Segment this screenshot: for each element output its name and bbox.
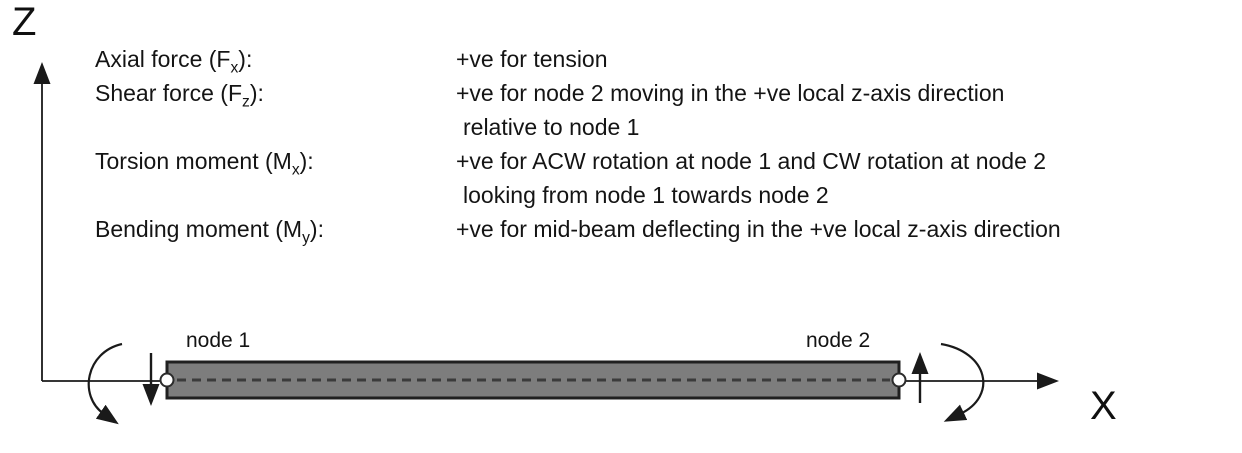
beam-member [165, 360, 901, 400]
term-axial-force-subscript: x [230, 59, 239, 77]
node2-marker [891, 372, 907, 388]
desc-torsion-moment-line2: looking from node 1 towards node 2 [463, 182, 829, 208]
node1-marker [159, 372, 175, 388]
term-bending-moment-text: Bending moment (M [95, 216, 303, 242]
term-shear-force-text: Shear force (F [95, 80, 242, 106]
x-axis-label: X [1090, 384, 1117, 428]
term-bending-moment-subscript: y [302, 229, 310, 247]
node2-label: node 2 [806, 329, 871, 352]
term-axial-force-text: Axial force (F [95, 46, 231, 72]
term-torsion-moment-colon: ): [299, 148, 314, 174]
term-torsion-moment: Torsion moment (Mx): [95, 144, 314, 178]
term-shear-force-subscript: z [242, 93, 250, 111]
term-axial-force-colon: ): [238, 46, 253, 72]
node2-torsion-rotation-arrow [940, 342, 985, 422]
desc-axial-force: +ve for tension [456, 46, 608, 72]
term-shear-force-colon: ): [249, 80, 264, 106]
term-shear-force: Shear force (Fz): [95, 76, 264, 110]
desc-shear-force-line2: relative to node 1 [463, 114, 640, 140]
term-axial-force: Axial force (Fx): [95, 42, 252, 76]
node1-label: node 1 [186, 329, 251, 352]
desc-shear-force-line1: +ve for node 2 moving in the +ve local z… [456, 80, 1005, 106]
node1-torsion-rotation-arrow [87, 342, 123, 425]
desc-torsion-moment-line1: +ve for ACW rotation at node 1 and CW ro… [456, 148, 1047, 174]
term-bending-moment-colon: ): [309, 216, 324, 242]
desc-bending-moment: +ve for mid-beam deflecting in the +ve l… [456, 216, 1061, 242]
term-torsion-moment-text: Torsion moment (M [95, 148, 292, 174]
term-torsion-moment-subscript: x [291, 161, 300, 179]
z-axis-label: Z [12, 0, 37, 44]
term-bending-moment: Bending moment (My): [95, 212, 324, 246]
